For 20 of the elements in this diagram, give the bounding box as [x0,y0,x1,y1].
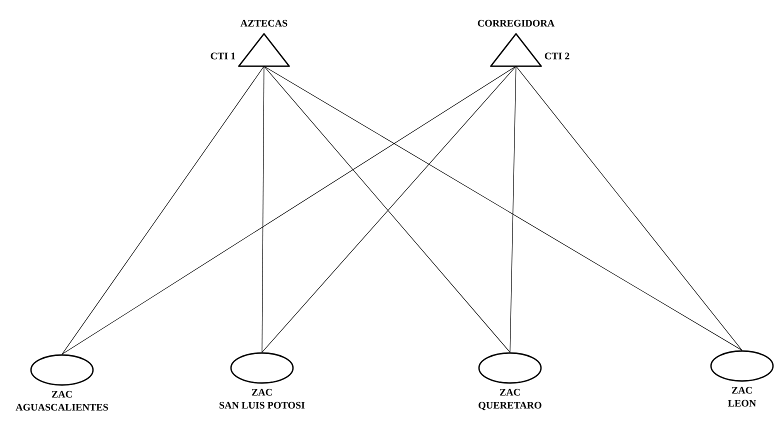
link-line [62,66,264,355]
link-line [516,66,742,351]
node-label: ZAC [52,390,72,398]
station-triangle: CORREGIDORA CTI 2 [478,20,570,67]
link-line [262,66,264,353]
link-line [264,66,742,351]
node-label: SAN LUIS POTOSI [220,402,305,409]
node-label: ZAC [500,388,520,396]
node-label: LEON [728,400,756,407]
node-label: ZAC [732,386,752,394]
station-triangle: AZTECAS CTI 1 [210,20,290,67]
node-label: CTI 1 [210,52,236,60]
node-label: QUERETARO [478,402,542,410]
link-line [62,66,516,355]
node-label: CTI 2 [544,52,570,60]
node-label: AGUASCALIENTES [16,404,108,411]
link-line [510,66,516,353]
node-label: AZTECAS [240,20,288,27]
node-label: CORREGIDORA [478,20,555,27]
node-label: ZAC [252,388,272,396]
